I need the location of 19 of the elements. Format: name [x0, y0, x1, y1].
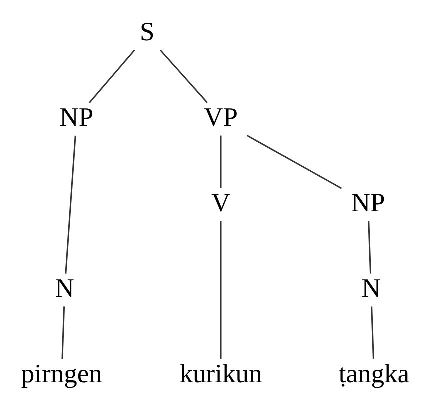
node-text: kurikun	[180, 358, 262, 388]
connector	[371, 306, 374, 359]
node-text: NP	[60, 102, 94, 132]
node-text: NP	[351, 186, 386, 217]
connector	[89, 49, 136, 103]
connector	[220, 135, 222, 188]
node-text: N	[362, 272, 381, 302]
connector	[65, 135, 76, 274]
connector	[247, 134, 342, 189]
node-text: pirngen	[21, 358, 102, 388]
connector	[220, 220, 222, 359]
node-text: S	[140, 16, 155, 46]
node-text: N	[55, 272, 74, 302]
connector	[62, 306, 66, 359]
node-text: V	[211, 186, 231, 217]
connector	[160, 49, 208, 103]
node-text: VP	[204, 102, 238, 132]
connector	[368, 220, 372, 274]
node-text: ṭangka	[338, 358, 410, 388]
